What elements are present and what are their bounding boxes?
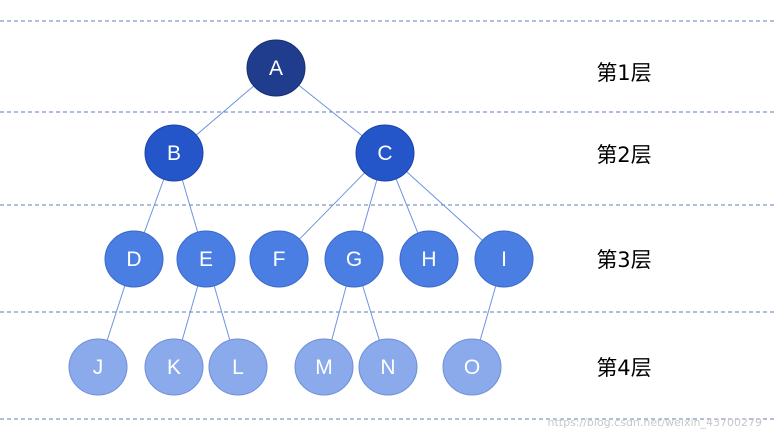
node-label: F bbox=[273, 248, 286, 271]
node-circle bbox=[324, 230, 384, 288]
node-circle bbox=[176, 230, 236, 288]
level-label-3: 第3层 bbox=[596, 248, 651, 272]
node-O: O bbox=[442, 338, 502, 396]
tree-nodes: A B C D E F G H I J K L M N O bbox=[68, 39, 534, 396]
node-B: B bbox=[144, 124, 204, 182]
node-circle bbox=[294, 338, 354, 396]
node-label: O bbox=[464, 356, 480, 379]
node-C: C bbox=[355, 124, 415, 182]
node-label: E bbox=[199, 248, 213, 271]
edge-A-B bbox=[194, 84, 256, 137]
node-G: G bbox=[324, 230, 384, 288]
node-D: D bbox=[104, 230, 164, 288]
node-circle bbox=[246, 39, 306, 97]
tree-edges bbox=[106, 83, 497, 342]
edge-C-I bbox=[405, 170, 484, 242]
edge-D-J bbox=[106, 284, 126, 342]
node-label: N bbox=[380, 356, 395, 379]
edge-B-E bbox=[181, 178, 199, 234]
node-circle bbox=[144, 338, 204, 396]
node-circle bbox=[355, 124, 415, 182]
node-I: I bbox=[474, 230, 534, 288]
node-circle bbox=[399, 230, 459, 288]
edge-B-D bbox=[143, 177, 165, 235]
node-label: K bbox=[167, 356, 181, 379]
node-label: L bbox=[232, 356, 244, 379]
node-circle bbox=[208, 338, 268, 396]
node-label: D bbox=[126, 248, 141, 271]
node-N: N bbox=[358, 338, 418, 396]
node-circle bbox=[249, 230, 309, 288]
node-circle bbox=[474, 230, 534, 288]
node-circle bbox=[358, 338, 418, 396]
node-label: I bbox=[501, 248, 507, 271]
node-circle bbox=[104, 230, 164, 288]
node-L: L bbox=[208, 338, 268, 396]
node-E: E bbox=[176, 230, 236, 288]
level-separators bbox=[0, 20, 774, 420]
edge-C-G bbox=[361, 178, 378, 234]
node-A: A bbox=[246, 39, 306, 97]
node-circle bbox=[442, 338, 502, 396]
level-label-1: 第1层 bbox=[596, 61, 651, 85]
node-F: F bbox=[249, 230, 309, 288]
node-label: C bbox=[377, 142, 392, 165]
node-label: A bbox=[269, 57, 283, 80]
node-J: J bbox=[68, 338, 128, 396]
node-label: M bbox=[315, 356, 333, 379]
node-label: H bbox=[421, 248, 436, 271]
node-M: M bbox=[294, 338, 354, 396]
edge-C-H bbox=[395, 177, 419, 235]
node-label: J bbox=[93, 356, 104, 379]
edge-E-L bbox=[213, 284, 231, 342]
level-label-2: 第2层 bbox=[596, 143, 651, 167]
edge-I-O bbox=[479, 284, 497, 342]
edge-A-C bbox=[297, 83, 364, 138]
edge-E-K bbox=[181, 284, 199, 342]
node-label: B bbox=[167, 142, 181, 165]
node-K: K bbox=[144, 338, 204, 396]
edge-G-M bbox=[330, 284, 348, 342]
node-circle bbox=[144, 124, 204, 182]
node-label: G bbox=[346, 248, 362, 271]
node-circle bbox=[68, 338, 128, 396]
node-H: H bbox=[399, 230, 459, 288]
edge-C-F bbox=[298, 171, 366, 241]
watermark-text: https://blog.csdn.net/weixin_43700279 bbox=[547, 416, 762, 429]
level-label-4: 第4层 bbox=[596, 356, 651, 380]
edge-G-N bbox=[361, 284, 381, 342]
